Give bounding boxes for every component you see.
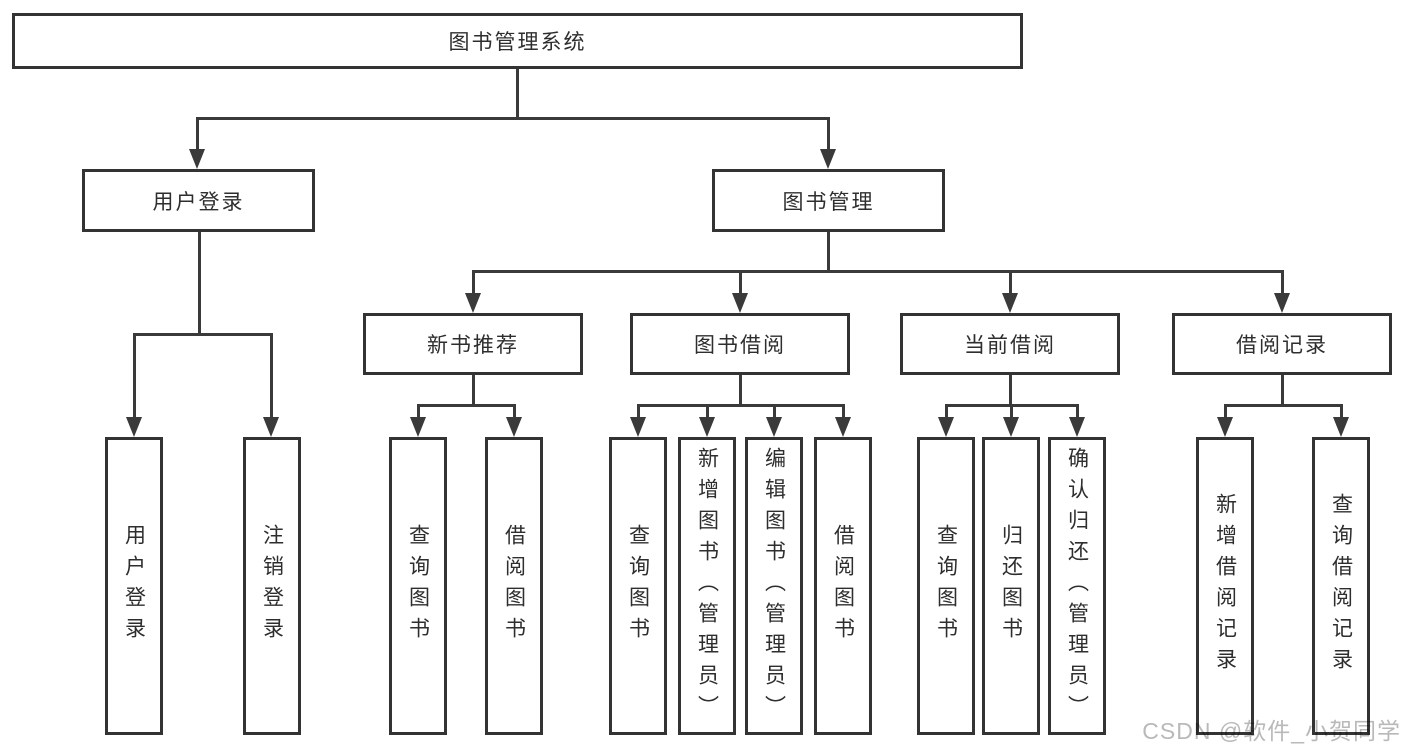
connector-line: [739, 375, 742, 406]
connector-line: [516, 69, 519, 119]
arrowhead-down-icon: [126, 417, 142, 437]
leaf-borrow-add-books-admin: 新增图书（管理员）: [678, 437, 736, 735]
node-book-borrowing: 图书借阅: [630, 313, 850, 375]
node-book-management: 图书管理: [712, 169, 945, 232]
connector-line: [1009, 375, 1012, 406]
leaf-newbook-query-books: 查询图书: [389, 437, 447, 735]
connector-line: [417, 404, 420, 419]
arrowhead-down-icon: [189, 149, 205, 169]
connector-line: [472, 375, 475, 406]
leaf-current-return-books: 归还图书: [982, 437, 1040, 735]
node-label: 图书管理: [782, 190, 875, 214]
node-label: 查询图书: [626, 524, 650, 648]
csdn-watermark: CSDN @软件_小贺同学: [1142, 718, 1401, 744]
connector-line: [198, 232, 201, 336]
connector-line: [1340, 404, 1343, 419]
connector-line: [706, 404, 709, 419]
connector-line: [270, 333, 273, 419]
connector-line: [1010, 404, 1013, 419]
arrowhead-down-icon: [1003, 417, 1019, 437]
node-current-borrowing: 当前借阅: [900, 313, 1120, 375]
node-label: 查询借阅记录: [1329, 493, 1353, 679]
connector-line: [1076, 404, 1079, 419]
leaf-newbook-borrow-books: 借阅图书: [485, 437, 543, 735]
node-borrowing-records: 借阅记录: [1172, 313, 1392, 375]
arrowhead-down-icon: [699, 417, 715, 437]
arrowhead-down-icon: [410, 417, 426, 437]
node-new-book-recommendation: 新书推荐: [363, 313, 583, 375]
leaf-logout: 注销登录: [243, 437, 301, 735]
connector-line: [513, 404, 516, 419]
connector-line: [472, 270, 475, 295]
connector-line: [1009, 270, 1012, 295]
leaf-user-login: 用户登录: [105, 437, 163, 735]
node-label: 借阅图书: [831, 524, 855, 648]
node-label: 编辑图书（管理员）: [762, 446, 786, 726]
connector-line: [196, 117, 830, 120]
node-label: 新增借阅记录: [1213, 493, 1237, 679]
leaf-records-add-borrow-record: 新增借阅记录: [1196, 437, 1254, 735]
leaf-borrow-query-books: 查询图书: [609, 437, 667, 735]
arrowhead-down-icon: [1002, 293, 1018, 313]
connector-line: [637, 404, 640, 419]
arrowhead-down-icon: [1333, 417, 1349, 437]
leaf-borrow-borrow-books: 借阅图书: [814, 437, 872, 735]
connector-line: [472, 270, 1284, 273]
arrowhead-down-icon: [835, 417, 851, 437]
node-label: 用户登录: [122, 524, 146, 648]
node-label: 归还图书: [999, 524, 1023, 648]
arrowhead-down-icon: [506, 417, 522, 437]
connector-line: [827, 232, 830, 273]
connector-line: [773, 404, 776, 419]
connector-line: [637, 404, 844, 407]
node-label: 新书推荐: [427, 334, 519, 357]
leaf-current-query-books: 查询图书: [917, 437, 975, 735]
connector-line: [842, 404, 845, 419]
connector-line: [827, 117, 830, 151]
connector-line: [1281, 375, 1284, 406]
node-user-login: 用户登录: [82, 169, 315, 232]
node-label: 图书借阅: [694, 334, 786, 357]
leaf-borrow-edit-books-admin: 编辑图书（管理员）: [745, 437, 803, 735]
leaf-records-query-borrow-record: 查询借阅记录: [1312, 437, 1370, 735]
arrowhead-down-icon: [732, 293, 748, 313]
node-label: 用户登录: [152, 190, 245, 214]
connector-line: [1224, 404, 1227, 419]
arrowhead-down-icon: [1069, 417, 1085, 437]
connector-line: [133, 333, 273, 336]
arrowhead-down-icon: [1274, 293, 1290, 313]
arrowhead-down-icon: [1217, 417, 1233, 437]
node-label: 借阅记录: [1236, 334, 1328, 357]
node-label: 新增图书（管理员）: [695, 446, 719, 726]
arrowhead-down-icon: [766, 417, 782, 437]
node-label: 当前借阅: [964, 334, 1056, 357]
connector-line: [945, 404, 948, 419]
arrowhead-down-icon: [820, 149, 836, 169]
node-label: 注销登录: [260, 524, 284, 648]
node-label: 图书管理系统: [448, 31, 587, 54]
node-label: 查询图书: [934, 524, 958, 648]
node-label: 确认归还（管理员）: [1065, 446, 1089, 726]
node-label: 查询图书: [406, 524, 430, 648]
arrowhead-down-icon: [630, 417, 646, 437]
arrowhead-down-icon: [263, 417, 279, 437]
leaf-current-confirm-return-admin: 确认归还（管理员）: [1048, 437, 1106, 735]
node-root-library-management-system: 图书管理系统: [12, 13, 1023, 69]
connector-line: [133, 333, 136, 419]
connector-line: [196, 117, 199, 151]
node-label: 借阅图书: [502, 524, 526, 648]
arrowhead-down-icon: [465, 293, 481, 313]
connector-line: [1281, 270, 1284, 295]
connector-line: [739, 270, 742, 295]
connector-line: [1224, 404, 1342, 407]
arrowhead-down-icon: [938, 417, 954, 437]
connector-line: [417, 404, 516, 407]
